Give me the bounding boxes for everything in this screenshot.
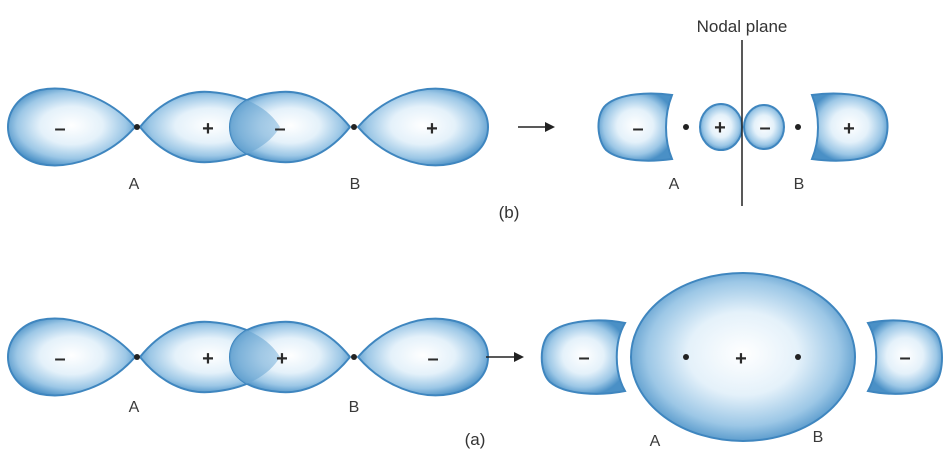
lobe-b-1 [8,89,135,166]
ab-atom-label-b: B [794,176,805,193]
nucleus-b-b [351,124,357,130]
ab-sign-3: – [759,117,770,139]
bo-sign-3: – [899,347,910,369]
ab-sign-2: + [714,117,726,139]
bo-atom-label-a: A [650,433,661,450]
lobe-a-1 [8,319,135,396]
panel-a: – + + – A B – + – A B (a) [8,273,942,450]
bo-atom-label-b: B [813,429,824,446]
atom-label-a-a: A [129,399,140,416]
ab-nucleus-a [683,124,689,130]
bonding-orbital: – + – A B [542,273,942,450]
ab-sign-4: + [843,118,855,140]
antibonding-orbital: Nodal plane – + – + A B [598,17,887,206]
arrow-b [518,122,555,132]
atom-label-b-a: A [129,176,140,193]
atom-label-b-b: B [350,176,361,193]
nodal-plane-label: Nodal plane [697,17,788,36]
ab-nucleus-b [795,124,801,130]
nucleus-a-a [134,354,140,360]
sign-a-1: – [54,348,65,370]
panel-a-overlap-orbitals: – + + – A B [8,319,488,416]
arrow-a [486,352,524,362]
atom-label-a-b: B [349,399,360,416]
lobe-b-4 [358,89,488,166]
sign-a-3: + [276,348,288,370]
sign-b-2: + [202,118,214,140]
sign-a-2: + [202,348,214,370]
caption-b: (b) [499,203,520,222]
bo-sign-2: + [735,348,747,370]
panel-b: – + – + A B Nodal plane – + – + A [8,17,888,222]
lobe-a-4 [358,319,488,396]
bo-nucleus-a [683,354,689,360]
caption-a: (a) [465,430,486,449]
sign-a-4: – [427,348,438,370]
sign-b-3: – [274,118,285,140]
nucleus-a-b [351,354,357,360]
sign-b-1: – [54,118,65,140]
ab-atom-label-a: A [669,176,680,193]
panel-b-overlap-orbitals: – + – + A B [8,89,488,193]
bo-nucleus-b [795,354,801,360]
bo-sign-1: – [578,347,589,369]
nucleus-b-a [134,124,140,130]
ab-sign-1: – [632,118,643,140]
sign-b-4: + [426,118,438,140]
